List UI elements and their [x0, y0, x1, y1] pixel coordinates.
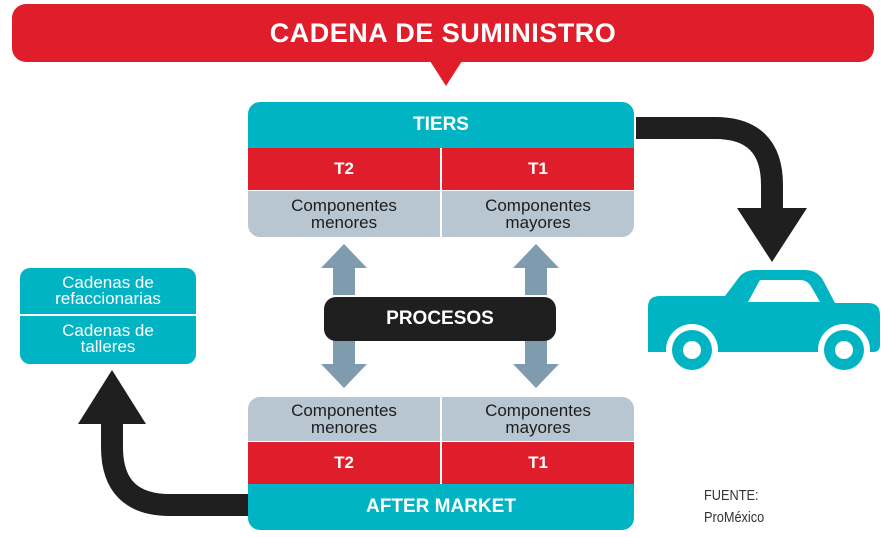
curved-arrow-icon [78, 370, 248, 516]
banner-title: CADENA DE SUMINISTRO [12, 4, 874, 62]
aftermarket-t1-components: Componentes mayores [442, 397, 634, 441]
aftermarket-t2-label: T2 [248, 442, 440, 484]
side-item-refaccionarias: Cadenas de refaccionarias [55, 273, 161, 308]
aftermarket-t1-label: T1 [442, 442, 634, 484]
side-divider [20, 314, 196, 316]
tiers-t1-components: Componentes mayores [442, 191, 634, 237]
tiers-t1-label: T1 [442, 148, 634, 190]
pickup-truck-icon [648, 270, 880, 376]
tiers-t2-components: Componentes menores [248, 191, 440, 237]
side-box: Cadenas de refaccionarias Cadenas de tal… [20, 268, 196, 364]
procesos-label: PROCESOS [324, 297, 556, 341]
double-arrow-icon [513, 244, 559, 388]
banner-pointer [430, 61, 462, 86]
source-name: ProMéxico [704, 509, 765, 526]
double-arrow-icon [321, 244, 367, 388]
curved-arrow-icon [636, 117, 807, 262]
side-item-talleres: Cadenas de talleres [62, 321, 154, 356]
tiers-t2-label: T2 [248, 148, 440, 190]
aftermarket-t2-components: Componentes menores [248, 397, 440, 441]
source-label: FUENTE: [704, 487, 759, 504]
source-note: FUENTE: ProMéxico [704, 485, 764, 529]
aftermarket-footer: AFTER MARKET [248, 484, 634, 530]
tiers-header: TIERS [248, 102, 634, 148]
